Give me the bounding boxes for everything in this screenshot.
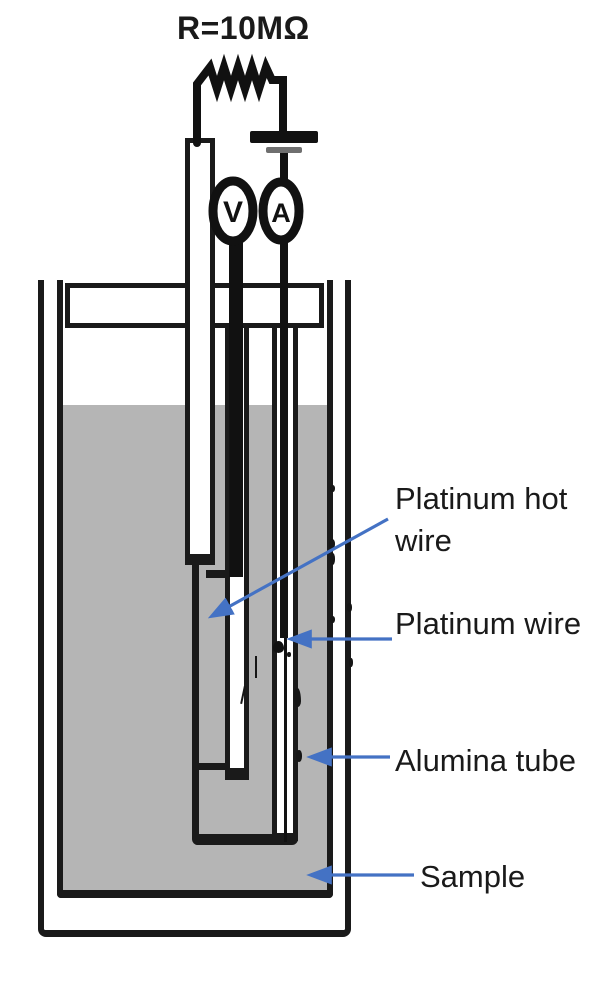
callout-platinum-hot-wire: Platinum hot wire: [395, 478, 567, 562]
speck: [255, 656, 257, 678]
callout-platinum-wire: Platinum wire: [395, 606, 582, 641]
callout-alumina-tube: Alumina tube: [395, 743, 576, 778]
speck: [347, 543, 351, 550]
hot-wire-connector-lower: [198, 763, 229, 770]
ammeter-label: A: [271, 198, 291, 228]
speck: [330, 616, 335, 623]
wire-junction-blob: [273, 641, 284, 653]
speck: [330, 485, 335, 492]
callout-line2: wire: [395, 523, 452, 558]
battery-long-plate: [250, 131, 318, 143]
callout-sample: Sample: [420, 859, 526, 894]
ammeter-wire-upper: [280, 153, 288, 187]
resistor-value-label: R=10MΩ: [177, 10, 310, 46]
speck: [287, 652, 291, 657]
speck: [296, 750, 302, 762]
resistor-symbol: [193, 53, 287, 147]
voltmeter-label: V: [222, 196, 243, 229]
support-tube: [185, 138, 215, 565]
speck: [294, 688, 301, 707]
speck: [329, 539, 335, 549]
voltmeter-lead-wire: [229, 237, 243, 577]
speck: [349, 658, 353, 667]
callout-line1: Platinum hot: [395, 481, 568, 516]
speck: [347, 603, 352, 612]
platinum-wire-thin: [284, 630, 287, 842]
speck: [330, 553, 335, 565]
ammeter-wire-lower: [280, 238, 288, 638]
